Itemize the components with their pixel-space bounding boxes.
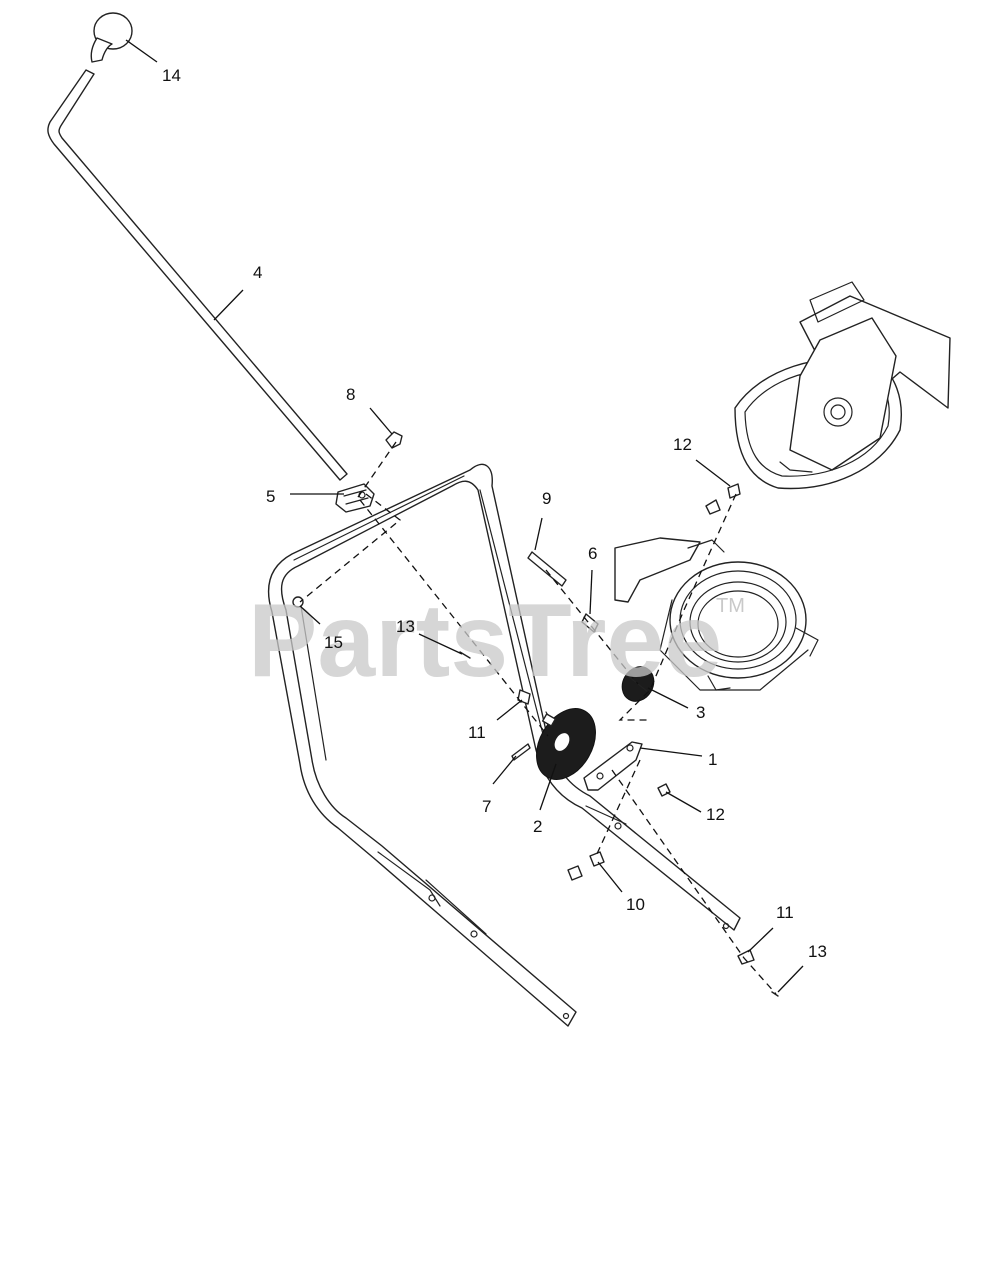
shaft (527, 551, 567, 587)
callout-13-right: 13 (808, 942, 827, 961)
callout-9: 9 (542, 489, 551, 508)
watermark-text: PartsTree (248, 583, 722, 699)
bracket (335, 483, 375, 513)
callout-4: 4 (253, 263, 262, 282)
callout-15: 15 (324, 633, 343, 652)
callout-3: 3 (696, 703, 705, 722)
callout-1: 1 (708, 750, 717, 769)
callout-2: 2 (533, 817, 542, 836)
spacer (581, 613, 599, 633)
assembly-lines (299, 441, 777, 995)
callout-12-bottom: 12 (706, 805, 725, 824)
callout-labels: 14 4 8 5 15 13 11 7 2 9 6 3 1 12 12 10 1… (162, 66, 827, 961)
crank-rod (47, 69, 348, 481)
clevis-pin (385, 431, 403, 449)
callout-10: 10 (626, 895, 645, 914)
callout-8: 8 (346, 385, 355, 404)
callout-5: 5 (266, 487, 275, 506)
watermark: PartsTree TM (248, 583, 745, 699)
callout-11-right: 11 (776, 903, 794, 922)
watermark-trademark: TM (716, 595, 745, 617)
pulley-housing (614, 537, 819, 691)
crank-knob (90, 12, 133, 63)
gear-plate (583, 741, 643, 791)
callout-6: 6 (588, 544, 597, 563)
callout-11: 11 (468, 723, 486, 742)
callout-12-top: 12 (673, 435, 692, 454)
callout-13: 13 (396, 617, 415, 636)
chute-housing (734, 281, 951, 490)
leader-lines (125, 39, 804, 993)
callout-14: 14 (162, 66, 181, 85)
large-gear (536, 708, 596, 780)
callout-7: 7 (482, 797, 491, 816)
